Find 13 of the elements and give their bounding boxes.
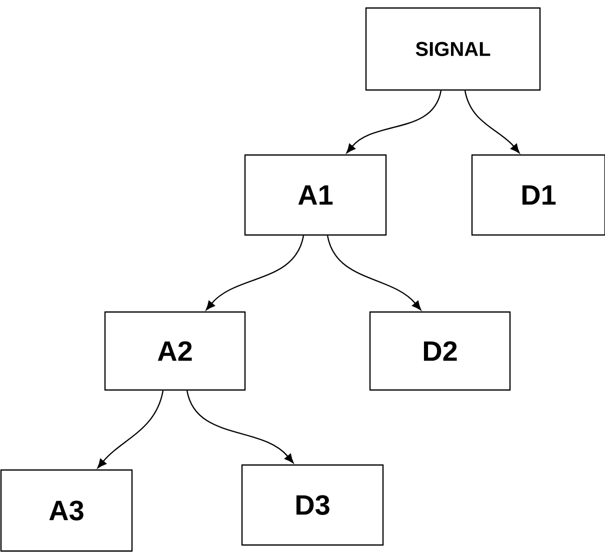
box: A3 — [0, 469, 133, 552]
arrow — [326, 235, 422, 310]
arrow — [206, 235, 304, 310]
box: D3 — [241, 464, 384, 546]
arrow — [346, 90, 442, 154]
box: D1 — [471, 154, 605, 236]
arrow — [464, 90, 520, 154]
box: D2 — [369, 311, 511, 391]
arrow — [97, 390, 164, 468]
arrow — [186, 390, 294, 464]
box: A1 — [244, 154, 387, 236]
box: SIGNAL — [365, 7, 541, 91]
box: A2 — [104, 311, 246, 391]
